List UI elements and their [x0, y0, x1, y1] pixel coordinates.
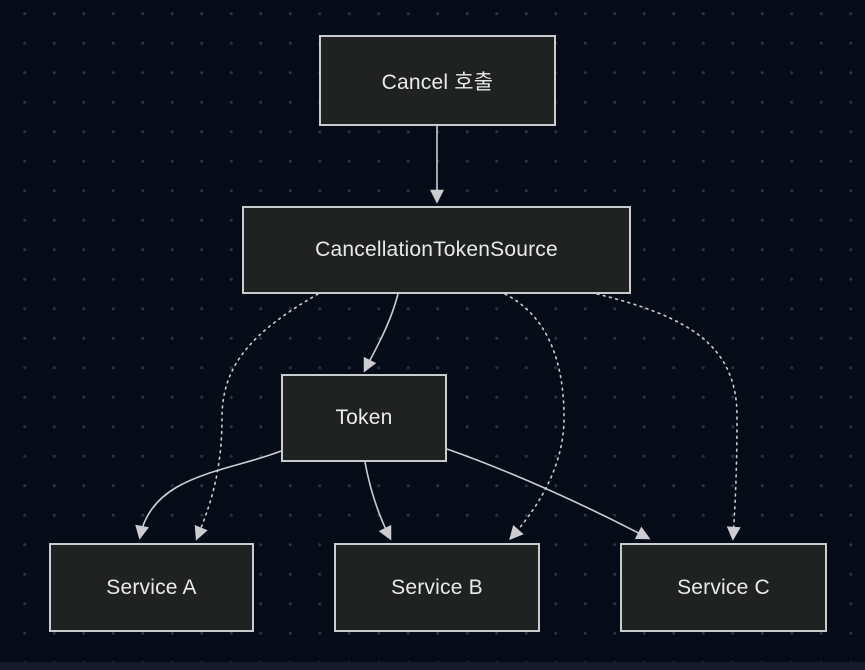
node-service-a-label: Service A	[106, 575, 197, 599]
node-token-label: Token	[335, 406, 393, 429]
node-cancellation-token-source[interactable]: CancellationTokenSource	[242, 206, 631, 294]
node-service-b-label: Service B	[391, 575, 483, 599]
edge-token-to-serviceB	[364, 461, 392, 541]
node-service-c-label: Service C	[677, 575, 770, 599]
node-cancel-call-label: Cancel 호출	[381, 70, 494, 94]
bottom-edge-strip	[0, 662, 865, 670]
node-service-c[interactable]: Service C	[620, 543, 827, 632]
edge-token-to-serviceA	[135, 450, 282, 540]
node-service-b[interactable]: Service B	[334, 543, 540, 632]
node-service-a[interactable]: Service A	[49, 543, 254, 632]
edge-cts-to-serviceB	[504, 293, 565, 541]
node-token[interactable]: Token	[281, 374, 447, 462]
node-cancel-call[interactable]: Cancel 호출	[319, 35, 556, 126]
edge-token-to-serviceC	[446, 448, 651, 540]
edge-cts-to-serviceC	[596, 293, 741, 541]
node-cancellation-token-source-label: CancellationTokenSource	[315, 238, 558, 261]
edge-cts-to-token	[363, 293, 399, 373]
